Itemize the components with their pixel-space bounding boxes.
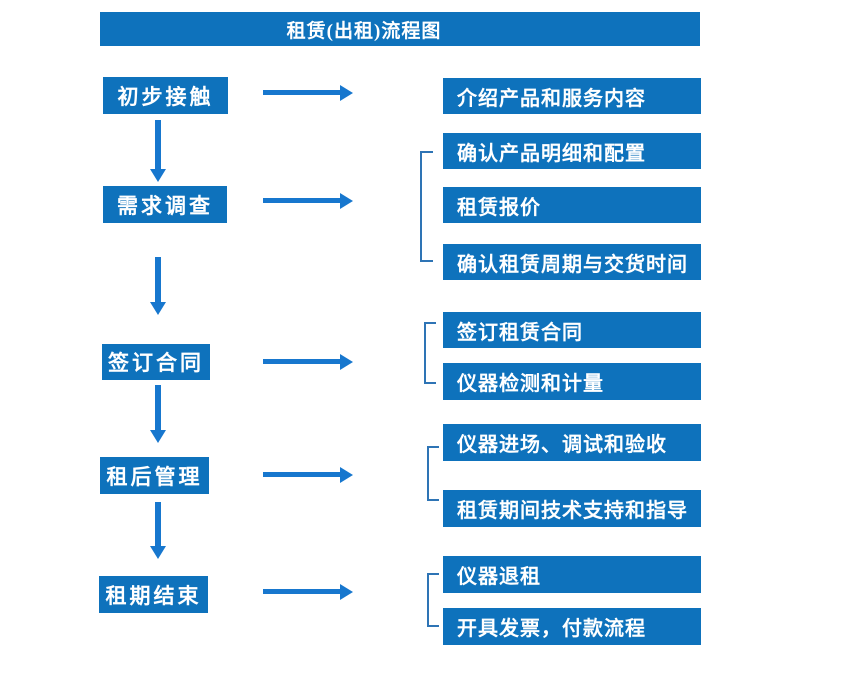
detail-instrument-testing: 仪器检测和计量 <box>443 363 701 400</box>
detail-instrument-return: 仪器退租 <box>443 556 701 593</box>
step-rental-end: 租期结束 <box>99 576 208 613</box>
step-sign-contract: 签订合同 <box>102 344 210 380</box>
bracket-demand-survey <box>420 151 433 262</box>
down-arrow-connector-4 <box>150 502 166 559</box>
detail-rental-quote: 租赁报价 <box>443 187 701 223</box>
detail-instrument-entry-acceptance: 仪器进场、调试和验收 <box>443 424 701 461</box>
bracket-post-rental <box>427 446 439 501</box>
detail-introduce-products: 介绍产品和服务内容 <box>443 78 701 114</box>
step-post-rental-management: 租后管理 <box>100 457 209 494</box>
detail-sign-rental-contract: 签订租赁合同 <box>443 312 701 348</box>
detail-tech-support: 租赁期间技术支持和指导 <box>443 490 701 527</box>
down-arrow-connector-2 <box>150 257 166 315</box>
right-arrow-connector-1 <box>263 84 353 101</box>
down-arrow-connector-3 <box>150 385 166 443</box>
bracket-rental-end <box>427 573 439 627</box>
right-arrow-connector-5 <box>263 583 353 600</box>
right-arrow-connector-4 <box>263 466 353 483</box>
right-arrow-connector-2 <box>263 192 353 209</box>
title-bar: 租赁(出租)流程图 <box>100 12 700 46</box>
step-initial-contact: 初步接触 <box>103 77 228 114</box>
right-arrow-connector-3 <box>263 353 353 370</box>
detail-invoice-payment: 开具发票，付款流程 <box>443 608 701 645</box>
down-arrow-connector-1 <box>150 120 166 182</box>
page-title: 租赁(出租)流程图 <box>286 20 442 42</box>
bracket-sign-contract <box>424 322 436 384</box>
step-demand-survey: 需求调查 <box>103 186 227 223</box>
detail-confirm-product-config: 确认产品明细和配置 <box>443 133 701 169</box>
detail-confirm-rental-period: 确认租赁周期与交货时间 <box>443 244 701 280</box>
